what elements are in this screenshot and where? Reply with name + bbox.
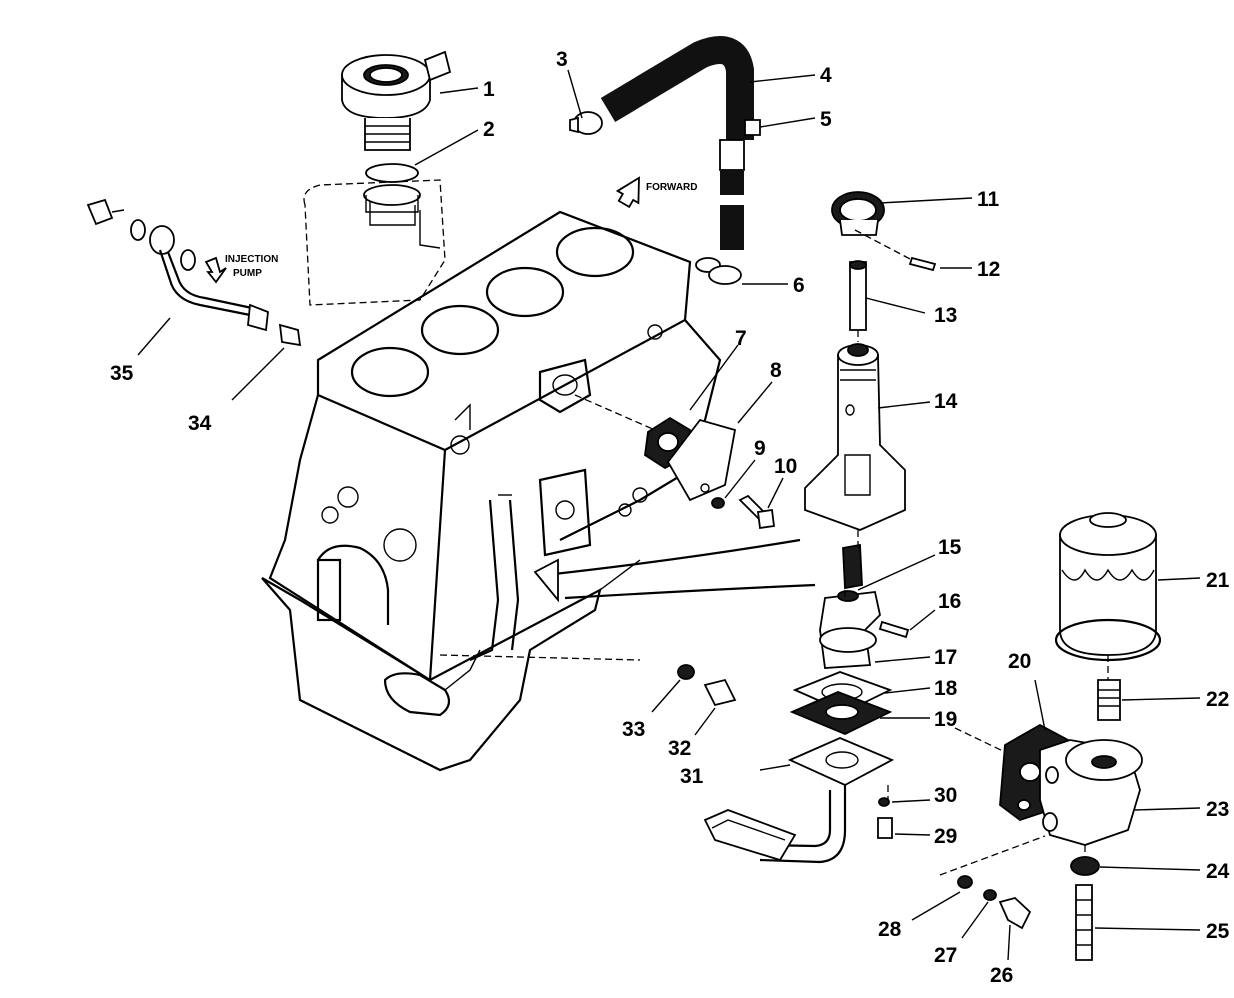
callout-35: 35 [110,362,134,385]
callout-30: 30 [934,784,957,807]
fitting-nut [86,198,114,226]
callout-19: 19 [934,708,957,731]
callout-10: 10 [774,455,797,478]
part-33-washer [677,664,695,680]
cylinder-bore [420,304,500,356]
callout-12: 12 [977,258,1000,281]
injection-line-assembly: INJECTION PUMP [86,198,302,347]
part-13-shaft [849,261,867,331]
part-28-washer [957,875,973,889]
callout-29: 29 [934,825,957,848]
assembly-guide-lines [439,229,1109,876]
cylinder-bore [350,346,430,398]
callout-24: 24 [1206,860,1230,883]
part-26-bolt [998,897,1032,930]
part-24-washer [1070,856,1100,876]
part-12-pin [908,256,937,272]
callout-28: 28 [878,918,902,941]
forward-label: FORWARD [646,182,697,193]
part-1-filler-cap [341,50,452,151]
leader-lines [137,69,1201,961]
cylinder-bore [555,226,635,278]
oil-pump [703,543,910,864]
callout-27: 27 [934,944,957,967]
part-25-relief-valve [1075,884,1093,961]
callout-21: 21 [1206,569,1230,592]
part-30-washer [878,797,890,807]
callout-16: 16 [938,590,961,613]
part-29-bolt [877,817,893,839]
callout-32: 32 [668,737,691,760]
callout-numbers: 1 2 3 4 5 6 7 8 9 10 11 12 13 14 15 16 1… [110,48,1230,987]
part-32-drain-plug [703,678,737,707]
part-27-washer [983,889,997,901]
injection-label-line1: INJECTION [225,254,278,265]
part-31-pickup [787,737,895,787]
callout-31: 31 [680,765,704,788]
part-22-nipple [1097,679,1121,721]
callout-26: 26 [990,964,1013,987]
injection-label-line2: PUMP [233,268,262,279]
oil-pump-drive [644,191,937,531]
part-9-washer [711,497,725,509]
callout-4: 4 [820,64,832,87]
callout-6: 6 [793,274,805,297]
part-14-drive-housing [804,354,906,531]
callout-17: 17 [934,646,957,669]
cylinder-bore [485,266,565,318]
callout-22: 22 [1206,688,1229,711]
callout-34: 34 [188,412,212,435]
callout-15: 15 [938,536,962,559]
callout-11: 11 [977,188,1000,211]
breather-hose-assembly [569,36,761,285]
callout-2: 2 [483,118,495,141]
callout-1: 1 [483,78,495,101]
callout-13: 13 [934,304,957,327]
forward-arrow: FORWARD [615,176,697,209]
callout-5: 5 [820,108,832,131]
part-15-shaft [842,543,863,590]
callout-20: 20 [1008,650,1031,673]
callout-14: 14 [934,390,958,413]
engine-block [261,210,722,772]
callout-23: 23 [1206,798,1229,821]
oil-filter-assembly [957,512,1162,961]
part-5-clip [744,119,761,136]
callout-33: 33 [622,718,645,741]
part-8-cover-plate [666,418,737,502]
callout-7: 7 [735,327,747,350]
callout-18: 18 [934,677,958,700]
callout-8: 8 [770,359,782,382]
part-2-seal-ring [365,163,419,183]
part-16-pin [878,620,910,639]
callout-9: 9 [754,437,766,460]
callout-3: 3 [556,48,568,71]
callout-25: 25 [1206,920,1230,943]
